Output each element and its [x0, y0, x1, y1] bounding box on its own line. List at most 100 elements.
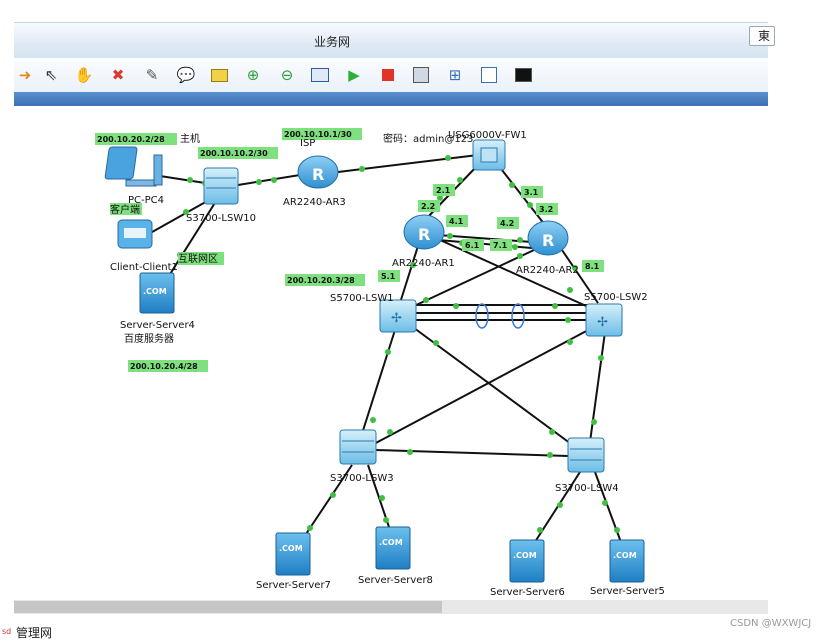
ip-label: 200.10.20.2/28: [97, 135, 165, 144]
link-lsw2-lsw3: [371, 327, 593, 446]
scrollbar-thumb[interactable]: [14, 601, 442, 613]
link-lsw2-lsw4: [589, 331, 606, 443]
label-ar2: AR2240-AR2: [516, 265, 579, 276]
corner-button[interactable]: 東: [749, 26, 775, 46]
label-server8: Server-Server8: [358, 575, 433, 586]
trunk-oval-right: [511, 303, 525, 329]
label-lsw10: S3700-LSW10: [186, 213, 256, 224]
topology-icon[interactable]: ⊞: [448, 66, 462, 84]
links: [144, 154, 623, 546]
corner-button-label: 東: [758, 29, 771, 43]
lsw4-device[interactable]: [567, 437, 605, 473]
ip-label: 4.2: [500, 219, 514, 228]
ar1-device[interactable]: R: [403, 214, 445, 250]
ip-label: 8.1: [585, 262, 600, 271]
toolbar: ➜ ⇖ ✋ ✖ ✎ 💬 ⊕ ⊖ ▶ ⊞: [14, 58, 768, 92]
screenshot-icon[interactable]: [410, 64, 432, 86]
ip-label: 200.10.10.2/30: [200, 149, 268, 158]
label-lsw4: S3700-LSW4: [555, 483, 619, 494]
status-bar: [0, 616, 829, 638]
svg-text:R: R: [312, 165, 324, 184]
ip-label: 200.10.10.1/30: [284, 130, 352, 139]
note-host: 主机: [180, 132, 200, 145]
server5-badge: .COM: [613, 551, 637, 560]
server4-badge: .COM: [143, 287, 167, 296]
edit-icon[interactable]: ✎: [145, 66, 159, 84]
server4-device[interactable]: [139, 272, 175, 314]
arrow-icon[interactable]: ➜: [18, 66, 32, 84]
label-client1: Client-Client1: [110, 262, 178, 273]
ip-label: 200.10.20.3/28: [287, 276, 355, 285]
link-ar1-lsw2: [439, 239, 596, 311]
link-lsw3-lsw4: [374, 449, 569, 457]
server7-device[interactable]: [275, 532, 311, 576]
window-title: 业务网: [314, 35, 351, 49]
text-icon[interactable]: 💬: [176, 66, 196, 84]
ar2-device[interactable]: R: [527, 220, 569, 256]
server8-device[interactable]: [375, 526, 411, 570]
server6-device[interactable]: [509, 539, 545, 583]
label-server5: Server-Server5: [590, 586, 665, 597]
ar3-device[interactable]: R: [297, 155, 339, 189]
ip-label: 2.2: [421, 202, 435, 211]
link-lsw1-lsw3: [359, 329, 396, 441]
watermark: CSDN @WXWJCJ: [730, 618, 812, 629]
label-server6: Server-Server6: [490, 587, 565, 598]
trunk-oval-left: [475, 303, 489, 329]
lsw2-device[interactable]: ✢: [585, 303, 623, 337]
ip-label: 3.1: [524, 188, 539, 197]
ip-label: 4.1: [449, 217, 464, 226]
ip-label: 6.1: [465, 241, 480, 250]
topology-canvas[interactable]: [14, 106, 768, 600]
link-ar1-lsw1: [399, 245, 419, 304]
label-server4: Server-Server4: [120, 320, 195, 331]
lsw3-device[interactable]: [339, 429, 377, 465]
label-pc4: PC-PC4: [128, 195, 164, 206]
server5-device[interactable]: [609, 539, 645, 583]
start-icon[interactable]: ▶: [348, 66, 360, 84]
status-text: 管理网: [16, 626, 53, 640]
svg-text:R: R: [542, 231, 554, 250]
zoom-out-icon[interactable]: ⊖: [280, 66, 294, 84]
fw1-device[interactable]: [472, 139, 506, 171]
svg-text:✢: ✢: [597, 315, 608, 330]
lsw10-device[interactable]: [203, 167, 239, 205]
link-ar1-ar2-a: [437, 234, 533, 243]
stop-icon[interactable]: [377, 64, 399, 86]
ip-labels: 200.10.20.2/28 200.10.10.2/30 200.10.10.…: [95, 128, 604, 372]
link-ar2-lsw2: [561, 249, 599, 304]
server8-badge: .COM: [379, 538, 403, 547]
svg-text:✢: ✢: [391, 311, 402, 326]
console-icon[interactable]: [512, 64, 534, 86]
ip-label: 3.2: [539, 205, 553, 214]
link-ar3-fw1: [337, 154, 479, 173]
port-dots: [177, 155, 620, 533]
grid-icon[interactable]: [478, 64, 500, 86]
link-ar2-lsw1: [411, 249, 535, 308]
rectangle-icon[interactable]: [208, 64, 230, 86]
note-password: 密码：admin@123: [383, 132, 473, 145]
note-internet-zone: 互联网区: [178, 253, 218, 265]
ip-label: 200.10.20.4/28: [130, 362, 198, 371]
ip-label: 5.1: [381, 272, 396, 281]
link-lsw10-ar3: [237, 174, 301, 186]
server6-badge: .COM: [513, 551, 537, 560]
hand-icon[interactable]: ✋: [74, 66, 94, 84]
label-fw1: USG6000V-FW1: [448, 130, 527, 141]
ip-label: 2.1: [436, 186, 451, 195]
client1-device[interactable]: [117, 219, 153, 249]
label-lsw2: S5700-LSW2: [584, 292, 648, 303]
capture-icon[interactable]: [309, 64, 331, 86]
svg-text:R: R: [418, 225, 430, 244]
window-titlebar: 业务网: [14, 22, 768, 59]
ip-label: 7.1: [493, 241, 508, 250]
note-baidu-server: 百度服务器: [124, 332, 174, 345]
label-lsw1: S5700-LSW1: [330, 293, 394, 304]
delete-icon[interactable]: ✖: [111, 66, 125, 84]
zoom-in-icon[interactable]: ⊕: [246, 66, 260, 84]
pc4-device[interactable]: [104, 146, 163, 187]
note-client-side: 客户端: [110, 203, 140, 216]
pointer-icon[interactable]: ⇖: [44, 66, 58, 84]
lsw1-device[interactable]: ✢: [379, 299, 417, 333]
